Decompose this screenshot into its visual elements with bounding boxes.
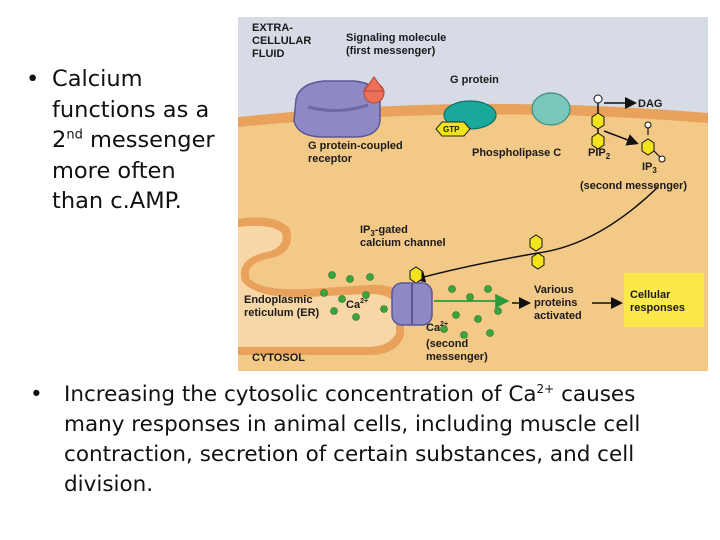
label-g-protein: G protein <box>450 74 499 86</box>
label-ca-second-messenger: Ca2+ (second messenger) <box>426 321 488 363</box>
bullet-text-line: than c.AMP. <box>52 188 182 214</box>
svg-text:calcium channel: calcium channel <box>360 237 446 249</box>
svg-text:FLUID: FLUID <box>252 48 284 60</box>
svg-text:receptor: receptor <box>308 153 353 165</box>
bullet-dot: • <box>30 382 43 407</box>
label-endoplasmic-reticulum: Endoplasmic reticulum (ER) <box>244 294 320 319</box>
svg-text:Various: Various <box>534 284 574 296</box>
svg-text:EXTRA-: EXTRA- <box>252 22 293 34</box>
label-pip2: PIP2 <box>588 147 611 161</box>
bullet-text-line: Increasing the cytosolic concentration o… <box>64 381 636 407</box>
label-gtp: GTP <box>443 125 460 134</box>
pip2-molecule <box>591 112 605 130</box>
bullet-calcium-second-messenger: • Calcium functions as a 2nd messenger mo… <box>26 64 231 217</box>
label-extracellular-fluid: EXTRA- CELLULAR FLUID <box>252 22 311 60</box>
ip3-molecule <box>641 138 655 156</box>
label-ca-er: Ca2+ <box>346 298 368 311</box>
phospholipase-c <box>531 92 571 126</box>
svg-text:reticulum (ER): reticulum (ER) <box>244 307 320 319</box>
bullet-text-line: many responses in animal cells, includin… <box>64 412 641 437</box>
label-phospholipase-c: Phospholipase C <box>472 147 561 159</box>
label-various-proteins: Various proteins activated <box>534 284 582 322</box>
bullet-text-line: contraction, secretion of certain substa… <box>64 442 635 467</box>
svg-text:Ca2+: Ca2+ <box>426 321 448 334</box>
label-second-messenger: (second messenger) <box>580 180 687 192</box>
label-cellular-responses: Cellular responses <box>630 289 685 314</box>
svg-text:responses: responses <box>630 302 685 314</box>
label-dag: DAG <box>638 98 662 110</box>
svg-text:(first messenger): (first messenger) <box>346 45 436 57</box>
svg-text:G protein-coupled: G protein-coupled <box>308 140 403 152</box>
svg-text:activated: activated <box>534 310 582 322</box>
label-cytosol: CYTOSOL <box>252 352 305 364</box>
g-protein-coupled-receptor <box>293 80 381 138</box>
svg-text:IP3-gated: IP3-gated <box>360 224 408 238</box>
bullet-text-line: 2nd messenger <box>52 127 215 153</box>
label-ip3: IP3 <box>642 161 657 175</box>
bullet-text-line: Calcium <box>52 66 143 92</box>
gtp-badge <box>435 121 471 137</box>
label-signaling-molecule: Signaling molecule (first messenger) <box>346 32 446 57</box>
label-ip3-gated-channel: IP3-gated calcium channel <box>360 224 446 249</box>
cellular-responses-box <box>624 273 704 327</box>
svg-text:Endoplasmic: Endoplasmic <box>244 294 312 306</box>
bullet-increasing-cytosolic-calcium: • Increasing the cytosolic concentration … <box>30 380 700 500</box>
svg-text:(second: (second <box>426 338 468 350</box>
bullet-text-line: division. <box>64 472 154 497</box>
bullet-dot: • <box>26 66 40 92</box>
svg-text:Cellular: Cellular <box>630 289 671 301</box>
svg-text:Signaling molecule: Signaling molecule <box>346 32 446 44</box>
bullet-text-line: functions as a <box>52 96 210 123</box>
svg-text:messenger): messenger) <box>426 351 488 363</box>
bullet-text-line: more often <box>52 157 176 184</box>
calcium-signaling-diagram: EXTRA- CELLULAR FLUID Signaling molecule… <box>238 17 708 371</box>
svg-text:proteins: proteins <box>534 297 577 309</box>
svg-text:CELLULAR: CELLULAR <box>252 35 311 47</box>
label-receptor: G protein-coupled receptor <box>308 140 403 165</box>
